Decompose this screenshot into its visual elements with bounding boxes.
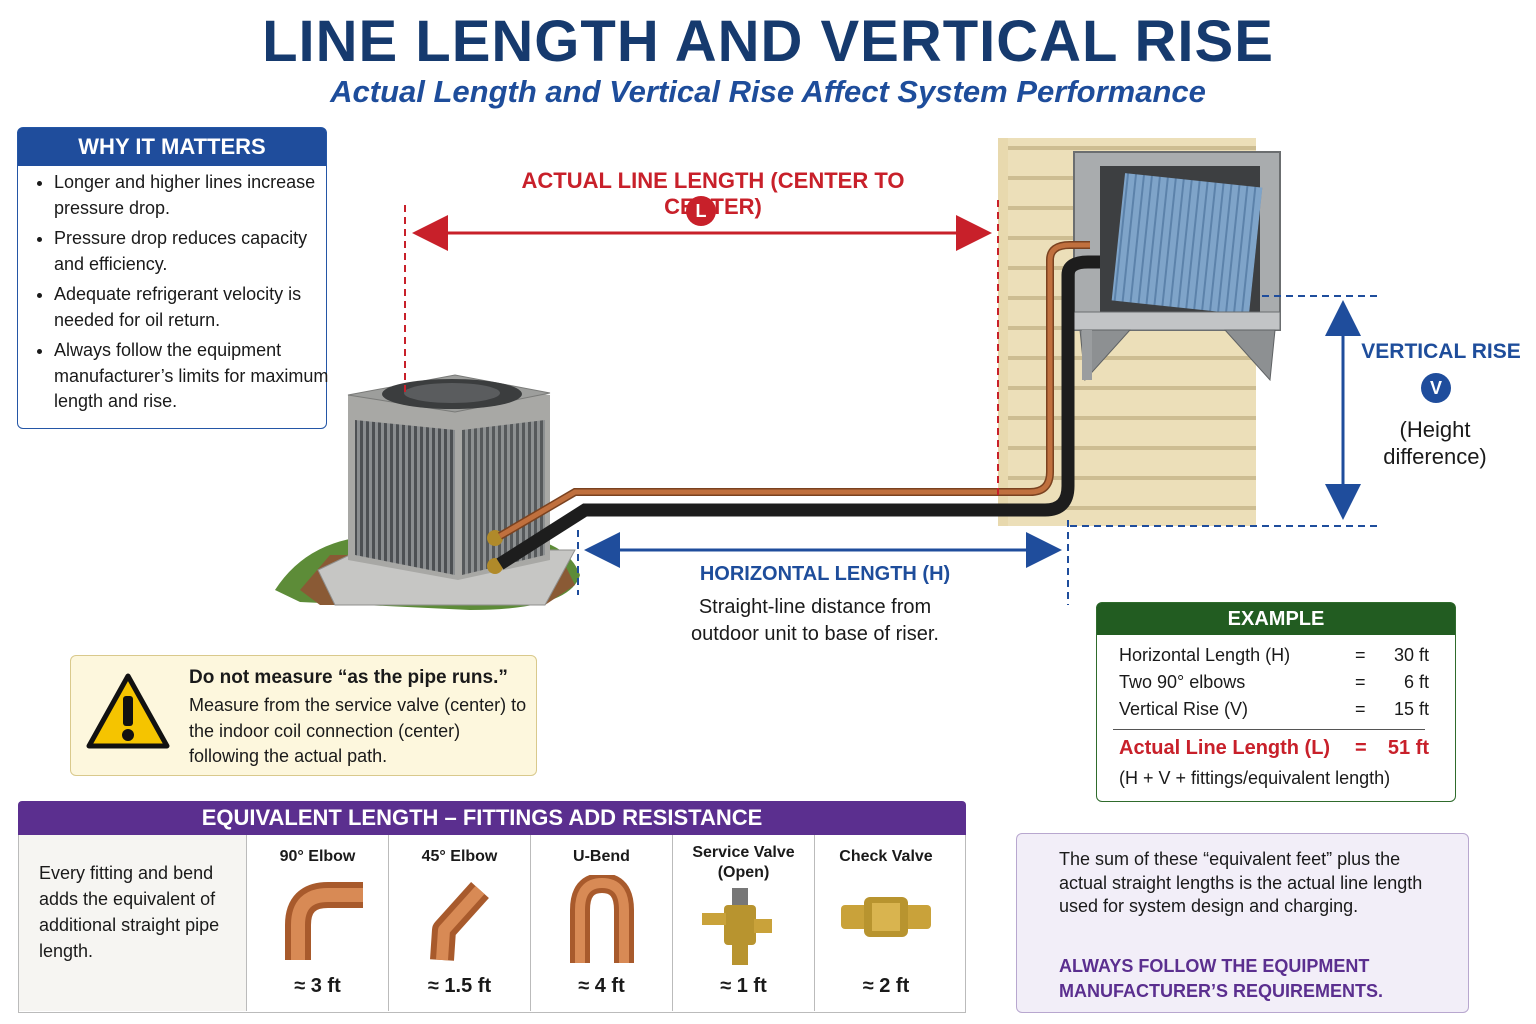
warning-heading: Do not measure “as the pipe runs.”	[189, 667, 508, 688]
horizontal-length-label: HORIZONTAL LENGTH (H)	[699, 563, 951, 585]
why-it-matters-panel: WHY IT MATTERS Longer and higher lines i…	[17, 127, 328, 429]
example-row-equals: =	[1355, 672, 1366, 692]
warning-body: Measure from the service valve (center) …	[189, 695, 527, 766]
length-badge: L	[686, 196, 716, 226]
example-row-equals: =	[1355, 699, 1366, 719]
fitting-name: Check Valve	[839, 848, 933, 865]
example-divider	[1113, 729, 1425, 730]
service-valve-icon	[702, 888, 772, 965]
example-heading: EXAMPLE	[1097, 603, 1455, 635]
vertical-rise-label: VERTICAL RISE	[1361, 340, 1521, 363]
why-item: Always follow the equipment manufacturer…	[54, 338, 334, 415]
fitting-45-elbow: 45° Elbow ≈ 1.5 ft	[389, 835, 531, 1011]
why-item: Pressure drop reduces capacity and effic…	[54, 226, 334, 277]
why-item: Adequate refrigerant velocity is needed …	[54, 282, 334, 333]
example-row-label: Vertical Rise (V)	[1119, 699, 1249, 719]
example-row-label: Horizontal Length (H)	[1119, 645, 1291, 665]
horizontal-length-dimension	[577, 520, 1069, 605]
why-list: Longer and higher lines increase pressur…	[26, 170, 334, 420]
check-valve-icon	[841, 897, 931, 937]
warning-icon	[86, 673, 170, 749]
example-row-value: 6 ft	[1403, 672, 1429, 692]
example-row: Horizontal Length (H) = 30 ft	[1119, 645, 1429, 671]
manufacturer-requirements-note: ALWAYS FOLLOW THE EQUIPMENT MANUFACTURER…	[1059, 956, 1384, 1001]
fitting-name: U-Bend	[573, 848, 630, 865]
example-row-equals: =	[1355, 645, 1366, 665]
horizontal-length-description: Straight-line distance from outdoor unit…	[691, 596, 939, 645]
example-row-value: 15 ft	[1393, 699, 1429, 719]
example-total-value: 51 ft	[1387, 737, 1429, 759]
outdoor-condenser-unit	[275, 374, 580, 610]
example-row-label: Two 90° elbows	[1119, 672, 1246, 692]
example-note: (H + V + fittings/equivalent length)	[1119, 768, 1391, 788]
fitting-check-valve: Check Valve ≈ 2 ft	[815, 835, 957, 1011]
equivalent-intro-text: Every fitting and bend adds the equivale…	[39, 863, 220, 961]
example-row: Vertical Rise (V) = 15 ft	[1119, 699, 1429, 725]
equivalent-length-table: Every fitting and bend adds the equivale…	[18, 835, 966, 1013]
why-heading: WHY IT MATTERS	[18, 128, 326, 166]
equivalent-intro-cell: Every fitting and bend adds the equivale…	[19, 835, 247, 1011]
example-total-equals: =	[1355, 737, 1367, 759]
equivalent-length-heading: EQUIVALENT LENGTH – FITTINGS ADD RESISTA…	[18, 801, 966, 835]
equivalent-note-text: The sum of these “equivalent feet” plus …	[1059, 849, 1423, 916]
vertical-rise-description: (Height difference)	[1383, 417, 1487, 469]
fitting-value: ≈ 3 ft	[294, 975, 341, 997]
elbow-45-icon	[430, 881, 489, 961]
example-row-value: 30 ft	[1393, 645, 1429, 665]
fitting-value: ≈ 4 ft	[578, 975, 625, 997]
fitting-name: 90° Elbow	[279, 848, 356, 865]
fitting-name: Service Valve (Open)	[692, 844, 795, 881]
fitting-u-bend: U-Bend ≈ 4 ft	[531, 835, 673, 1011]
example-box: EXAMPLE Horizontal Length (H) = 30 ft Tw…	[1096, 602, 1456, 802]
example-total-row: Actual Line Length (L) = 51 ft	[1119, 737, 1429, 763]
example-row: Two 90° elbows = 6 ft	[1119, 672, 1429, 698]
elbow-90-icon	[285, 882, 363, 960]
fitting-value: ≈ 1 ft	[720, 975, 767, 997]
equivalent-note-box: The sum of these “equivalent feet” plus …	[1016, 833, 1469, 1013]
fitting-value: ≈ 2 ft	[862, 975, 910, 997]
warning-box: Do not measure “as the pipe runs.” Measu…	[70, 655, 537, 776]
fitting-name: 45° Elbow	[421, 848, 498, 865]
vertical-badge: V	[1421, 373, 1451, 403]
example-total-label: Actual Line Length (L)	[1119, 737, 1331, 759]
why-item: Longer and higher lines increase pressur…	[54, 170, 334, 221]
page-title: LINE LENGTH AND VERTICAL RISE	[262, 9, 1274, 74]
fitting-value: ≈ 1.5 ft	[427, 975, 492, 997]
fitting-90-elbow: 90° Elbow ≈ 3 ft	[247, 835, 389, 1011]
fitting-service-valve: Service Valve (Open) ≈ 1 ft	[673, 835, 815, 1011]
actual-length-dimension	[404, 200, 999, 500]
refrigerant-lines	[496, 241, 1100, 570]
vertical-rise-dimension	[1070, 295, 1378, 527]
page-subtitle: Actual Length and Vertical Rise Affect S…	[330, 74, 1206, 109]
u-bend-icon	[570, 875, 634, 963]
